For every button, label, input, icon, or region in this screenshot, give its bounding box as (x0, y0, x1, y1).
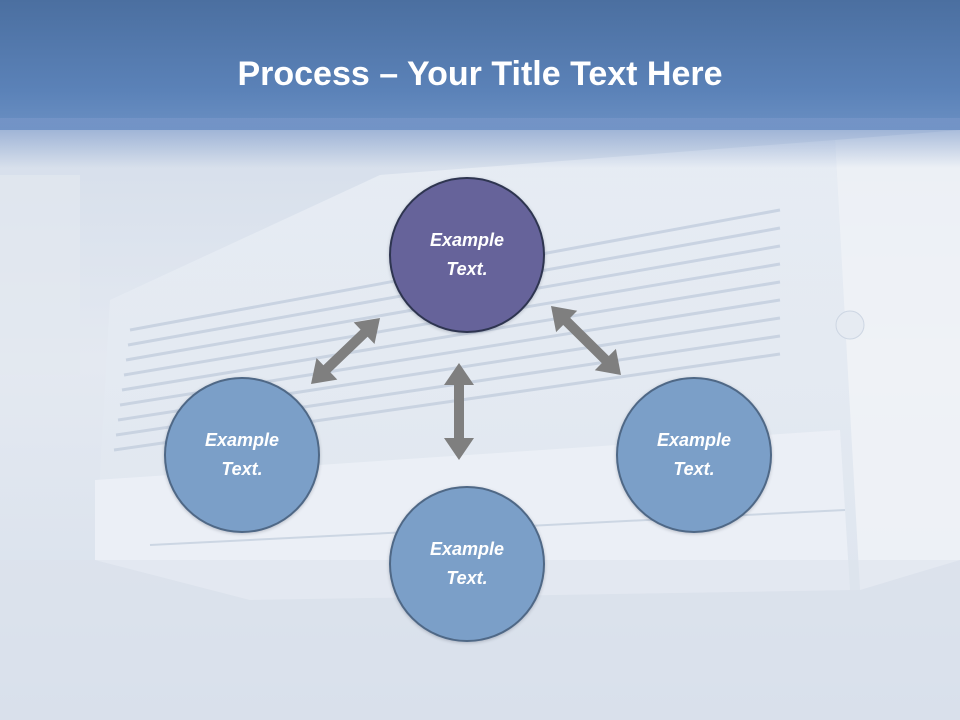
left-node: Example Text. (164, 377, 320, 533)
title-rest: – Your Title Text Here (369, 55, 723, 93)
center-node-text: Example Text. (429, 230, 505, 279)
header-fade (0, 118, 960, 168)
slide-title: Process – Your Title Text Here (0, 50, 960, 98)
bottom-node: Example Text. (389, 486, 545, 642)
arrow-center-left (311, 318, 380, 384)
header-band (0, 0, 960, 130)
arrow-center-right (551, 306, 621, 375)
title-bold: Process (237, 55, 370, 93)
left-node-text: Example Text. (204, 430, 280, 479)
right-node-text: Example Text. (656, 430, 732, 479)
center-node: Example Text. (389, 177, 545, 333)
bottom-node-text: Example Text. (429, 539, 505, 588)
right-node: Example Text. (616, 377, 772, 533)
arrow-center-bottom (444, 363, 474, 460)
